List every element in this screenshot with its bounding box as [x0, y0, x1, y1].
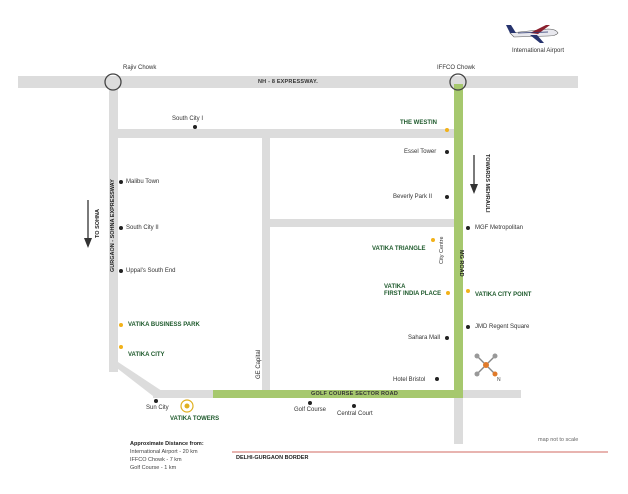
beverly-park-label: Beverly Park II	[393, 194, 433, 200]
malibu-town-label: Malibu Town	[126, 179, 160, 185]
towards-mehrauli-arrow	[470, 155, 478, 194]
vatika-city-point-label: VATIKA CITY POINT	[475, 292, 532, 298]
distance-airport: International Airport - 20 km	[130, 449, 198, 455]
vatika-business-park-dot	[119, 323, 123, 327]
uppals-dot	[119, 269, 123, 273]
vatika-city-dot	[119, 345, 123, 349]
vatika-business-park-label: VATIKA BUSINESS PARK	[128, 322, 200, 328]
distance-iffco: IFFCO Chowk - 7 km	[130, 457, 182, 463]
city-centre-label: City Centre	[439, 236, 445, 264]
mgf-metropolitan-label: MGF Metropolitan	[475, 225, 524, 231]
sahara-mall-dot	[445, 336, 449, 340]
nh8-label: NH - 8 EXPRESSWAY.	[258, 79, 318, 85]
south-city-2-label: South City II	[126, 225, 159, 231]
the-westin-label: THE WESTIN	[400, 120, 437, 126]
mg-road-south	[454, 397, 463, 444]
sohna-expressway-label: GURGAON - SOHNA EXPRESSWAY	[110, 179, 116, 272]
vatika-city-label: VATIKA CITY	[128, 352, 165, 358]
sun-city-dot	[154, 399, 158, 403]
south-city-1-dot	[193, 125, 197, 129]
south-city-road	[114, 129, 458, 138]
hotel-bristol-label: Hotel Bristol	[393, 377, 426, 383]
golf-course-road-east	[461, 390, 521, 398]
south-city-1-label: South City I	[172, 116, 204, 122]
iffco-chowk-circle	[449, 73, 467, 91]
vatika-city-point-dot	[466, 289, 470, 293]
jmd-label: JMD Regent Square	[475, 324, 530, 330]
vatika-first-india-dot	[446, 291, 450, 295]
rajiv-chowk-circle	[104, 73, 122, 91]
vatika-triangle-dot	[431, 238, 435, 242]
border-label: DELHI-GURGAON BORDER	[236, 455, 309, 461]
vatika-towers-marker	[180, 399, 194, 413]
scale-note: map not to scale	[538, 437, 579, 443]
uppals-label: Uppal's South End	[126, 268, 176, 274]
iffco-chowk-label: IFFCO Chowk	[437, 65, 476, 71]
the-westin-dot	[445, 128, 449, 132]
golf-course-label: Golf Course	[294, 407, 327, 413]
mg-road-label: MG ROAD	[458, 250, 464, 277]
vatika-first-india-label-2: FIRST INDIA PLACE	[384, 291, 442, 297]
vatika-triangle-label: VATIKA TRIANGLE	[372, 246, 426, 252]
golf-course-road	[213, 390, 463, 398]
rajiv-chowk-label: Rajiv Chowk	[123, 65, 157, 71]
essel-tower-dot	[445, 150, 449, 154]
distance-golf: Golf Course - 1 km	[130, 465, 177, 471]
sohna-road-curve	[109, 362, 165, 396]
vatika-first-india-label-1: VATIKA	[384, 284, 406, 290]
sun-city-label: Sun City	[146, 405, 169, 411]
ge-capital-road	[262, 138, 270, 395]
towards-mehrauli-label: TOWARDS MEHRAULI	[484, 154, 490, 213]
airport-label: International Airport	[512, 48, 565, 54]
compass-icon: N	[474, 353, 501, 383]
sohna-road	[109, 82, 118, 372]
golf-course-dot	[308, 401, 312, 405]
golf-course-road-west	[153, 390, 215, 398]
malibu-town-dot	[119, 180, 123, 184]
jmd-dot	[466, 325, 470, 329]
mgf-metropolitan-dot	[466, 226, 470, 230]
south-city-2-dot	[119, 226, 123, 230]
to-sohna-label: TO SOHNA	[95, 209, 101, 238]
central-court-label: Central Court	[337, 411, 373, 417]
ge-capital-label: GE Capital	[256, 349, 262, 379]
hotel-bristol-dot	[435, 377, 439, 381]
city-centre-road	[268, 219, 458, 227]
sahara-mall-label: Sahara Mall	[408, 335, 441, 341]
airplane-icon	[506, 25, 559, 43]
golf-course-road-label: GOLF COURSE SECTOR ROAD	[311, 391, 399, 397]
mg-road	[454, 84, 463, 397]
central-court-dot	[352, 404, 356, 408]
to-sohna-arrow	[84, 200, 92, 248]
essel-tower-label: Essel Tower	[404, 149, 437, 155]
vatika-towers-label: VATIKA TOWERS	[170, 416, 220, 422]
svg-text:N: N	[497, 377, 501, 383]
beverly-park-dot	[445, 195, 449, 199]
nh8-road	[18, 76, 578, 88]
distance-heading: Approximate Distance from:	[130, 441, 204, 447]
distance-legend: Approximate Distance from: International…	[130, 440, 204, 472]
